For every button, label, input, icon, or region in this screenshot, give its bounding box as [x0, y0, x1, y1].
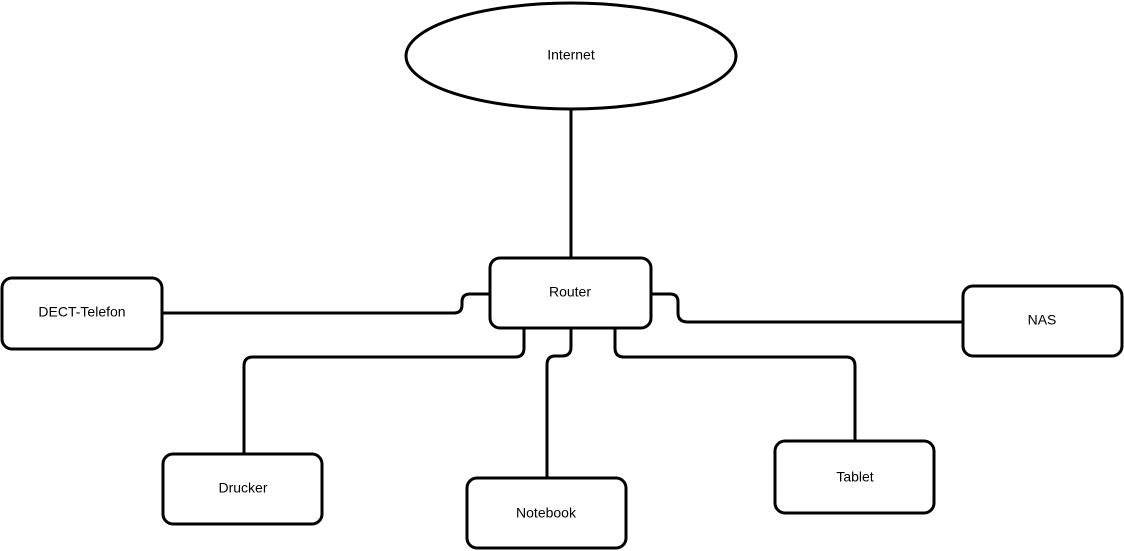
- printer-box: [161, 452, 324, 526]
- internet-cloud-shape: [404, 1, 738, 111]
- notebook-label: Notebook: [516, 505, 577, 521]
- edge-router-nas: [651, 292, 963, 324]
- edge-router-dect-phone: [162, 292, 490, 315]
- notebook-node[interactable]: Notebook: [465, 476, 628, 550]
- tablet-label: Tablet: [836, 469, 873, 485]
- dect-phone-label: DECT-Telefon: [38, 304, 125, 320]
- nas-node[interactable]: NAS: [961, 284, 1124, 358]
- internet-node[interactable]: Internet: [404, 1, 738, 111]
- internet-label: Internet: [547, 47, 595, 63]
- edge-router-notebook: [545, 328, 573, 478]
- router-label: Router: [549, 284, 591, 300]
- tablet-box: [773, 439, 936, 515]
- nas-label: NAS: [1028, 312, 1057, 328]
- connectors: [162, 109, 963, 478]
- printer-node[interactable]: Drucker: [161, 452, 324, 526]
- printer-label: Drucker: [218, 480, 267, 496]
- edge-router-tablet: [613, 328, 857, 441]
- dect-phone-box: [0, 276, 164, 351]
- tablet-node[interactable]: Tablet: [773, 439, 936, 515]
- nas-box: [961, 284, 1124, 358]
- notebook-box: [465, 476, 628, 550]
- edge-router-printer: [242, 328, 526, 454]
- router-box: [488, 256, 653, 330]
- dect-phone-node[interactable]: DECT-Telefon: [0, 276, 164, 351]
- router-node[interactable]: Router: [488, 256, 653, 330]
